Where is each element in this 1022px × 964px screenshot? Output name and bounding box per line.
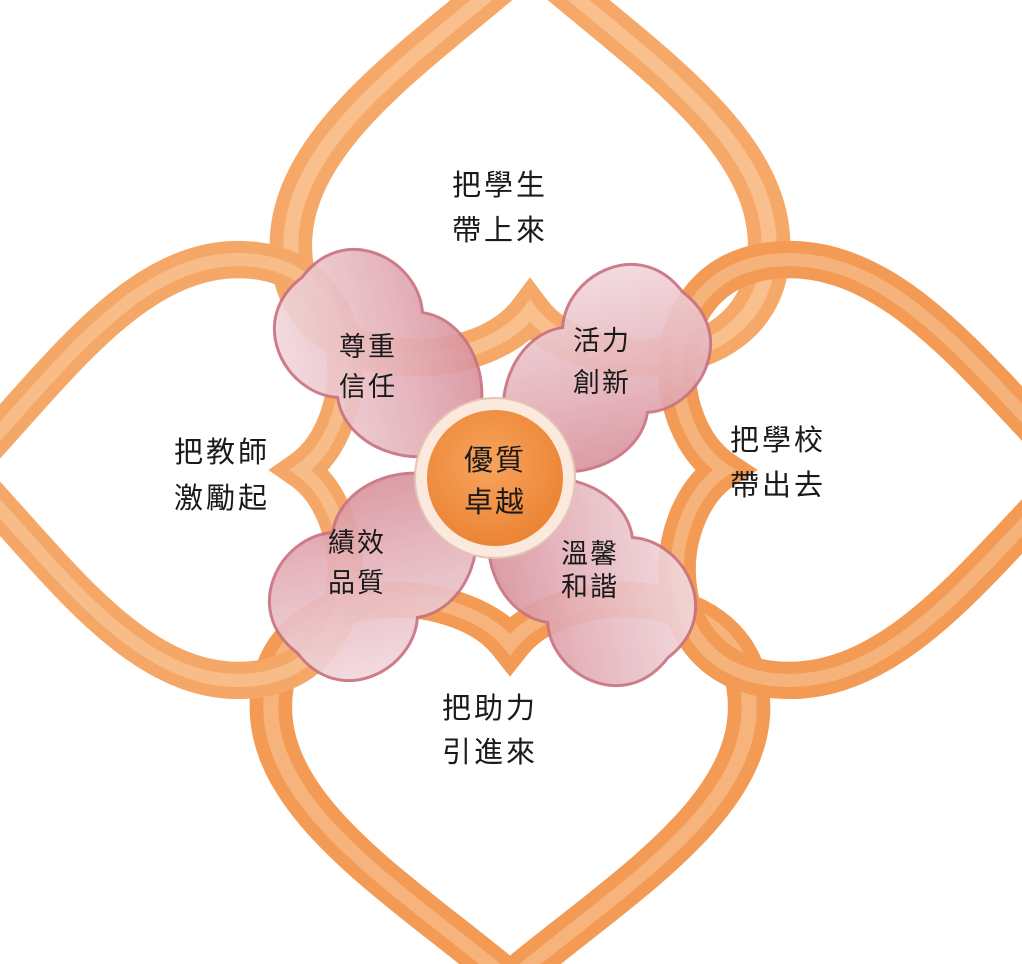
petal-upper-left-label-1: 尊重 [339,332,397,363]
outer-heart-labels: 把學生 帶上來 把學校 帶出去 把助力 引進來 把教師 激勵起 [174,168,826,769]
heart-top-label-1: 把學生 [452,168,548,202]
petal-lower-left-label-2: 品質 [328,568,386,599]
petal-labels: 尊重 信任 活力 創新 溫馨 和諧 績效 品質 [328,326,631,603]
heart-left-label-2: 激勵起 [174,481,270,515]
heart-right-label-2: 帶出去 [730,468,826,502]
petal-upper-right-label-2: 創新 [573,368,631,399]
center-labels: 優質 卓越 [464,443,526,519]
heart-right-label-1: 把學校 [730,423,826,457]
petal-upper-right-label-1: 活力 [573,326,631,357]
petal-lower-right-label-2: 和諧 [561,572,619,603]
center-core [414,397,576,559]
heart-bottom-label-1: 把助力 [442,691,538,725]
core-circle [427,410,563,546]
heart-left-label-1: 把教師 [174,435,270,469]
heart-top-label-2: 帶上來 [452,213,548,247]
petal-upper-left-label-2: 信任 [339,372,397,403]
center-label-1: 優質 [464,443,526,477]
petal-lower-right-label-1: 溫馨 [561,539,619,570]
center-label-2: 卓越 [464,485,526,519]
petal-lower-left-label-1: 績效 [328,528,386,559]
heart-bottom-label-2: 引進來 [442,735,538,769]
